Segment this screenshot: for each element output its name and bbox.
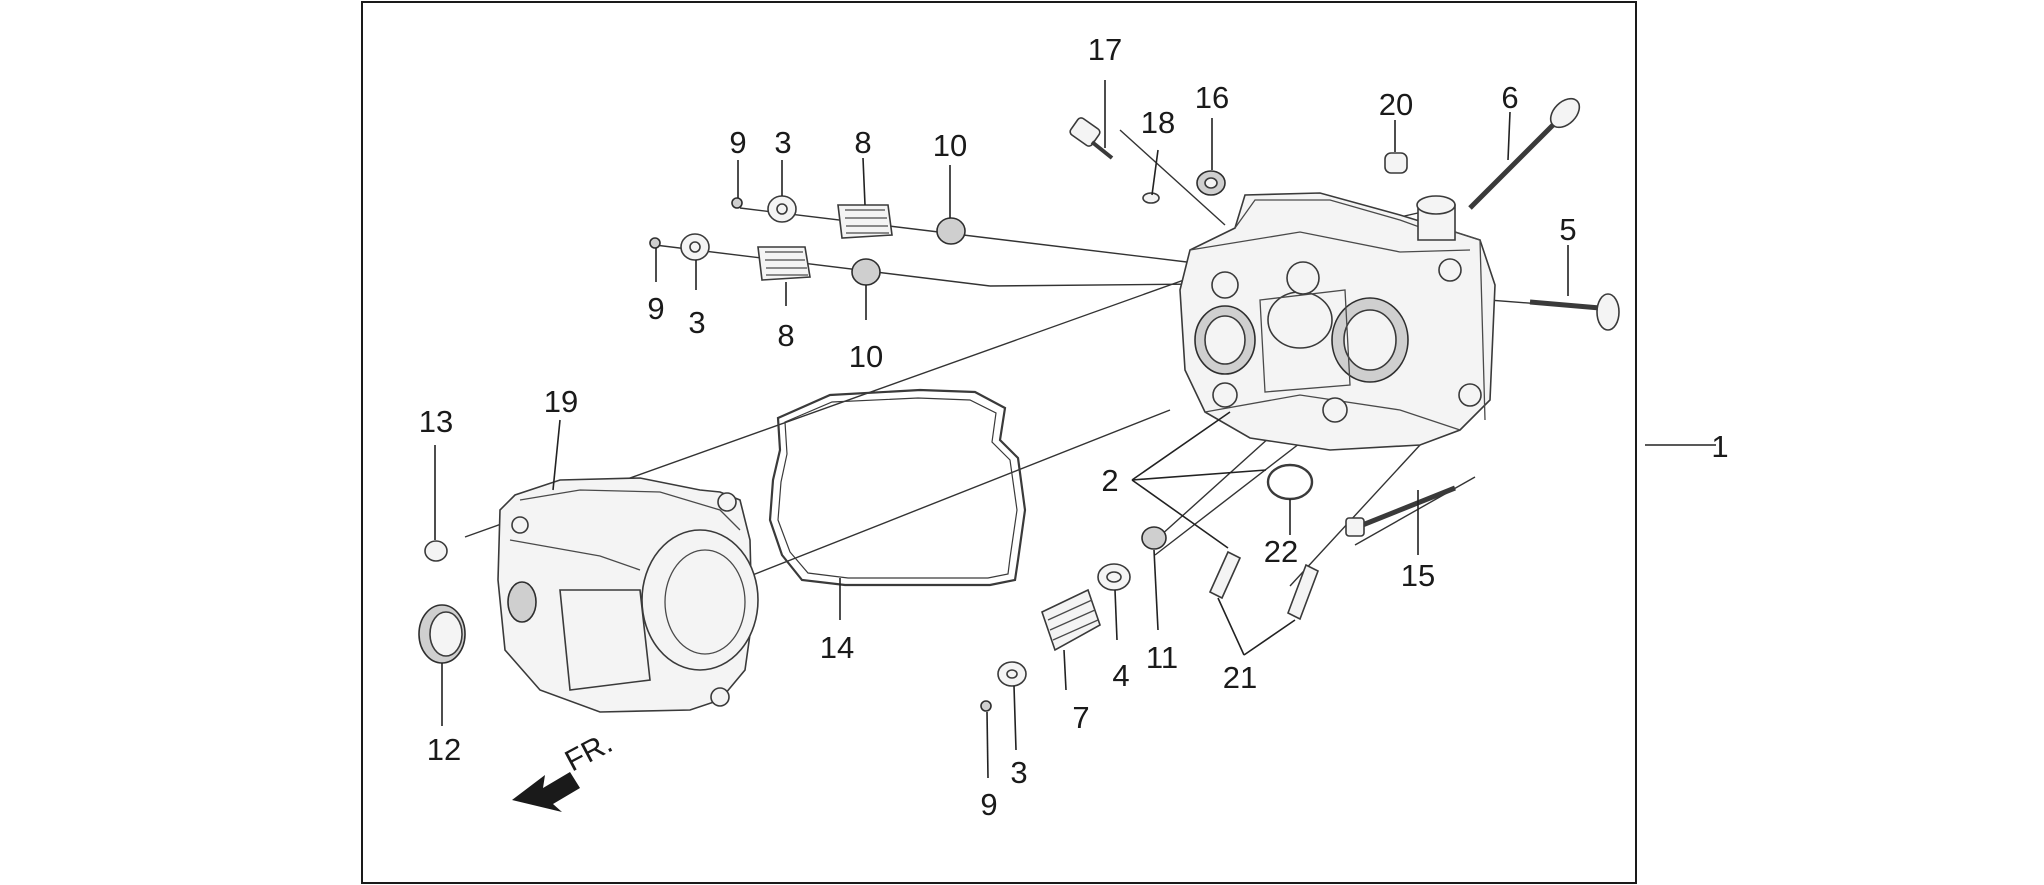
callout-3: 3	[688, 305, 705, 340]
callout-11: 11	[1146, 640, 1178, 675]
callout-numbers: 17 16 18 20 6 9 3 8 10 5 9 3 8 10 13 19 …	[419, 32, 1729, 822]
valve-train-row-b	[649, 233, 881, 286]
washer-18	[1142, 192, 1160, 204]
callout-9: 9	[980, 787, 997, 822]
lower-valve-train	[980, 526, 1167, 712]
o-ring-22	[1266, 463, 1314, 501]
callout-16: 16	[1195, 80, 1229, 115]
arrow-icon	[512, 772, 580, 812]
callout-5: 5	[1559, 212, 1576, 247]
callout-19: 19	[544, 384, 578, 419]
bolt-13	[424, 540, 448, 562]
valve-train-row-a	[731, 195, 966, 245]
exhaust-valve	[1529, 293, 1620, 331]
callout-14: 14	[820, 630, 854, 665]
callout-leaders	[434, 80, 1716, 779]
callout-9: 9	[729, 125, 746, 160]
callout-21: 21	[1223, 660, 1257, 695]
stud-bolt-15	[1345, 485, 1456, 537]
callout-22: 22	[1264, 534, 1298, 569]
bolt-17	[1069, 117, 1114, 160]
cover-gasket-14	[768, 388, 1027, 587]
callout-15: 15	[1401, 558, 1435, 593]
callout-1: 1	[1711, 429, 1728, 464]
callout-10: 10	[933, 128, 967, 163]
callout-18: 18	[1141, 105, 1175, 140]
callout-9: 9	[647, 291, 664, 326]
callout-8: 8	[777, 318, 794, 353]
callout-12: 12	[427, 732, 461, 767]
callout-7: 7	[1072, 700, 1089, 735]
callout-4: 4	[1112, 658, 1129, 693]
seal-16	[1196, 170, 1226, 196]
cylinder-head	[1179, 192, 1496, 451]
callout-10: 10	[849, 339, 883, 374]
callout-3: 3	[774, 125, 791, 160]
dowel-pins-21	[1208, 550, 1320, 621]
callout-17: 17	[1088, 32, 1122, 67]
callout-8: 8	[854, 125, 871, 160]
oil-seal-12	[418, 604, 466, 664]
front-direction-label: FR.	[560, 726, 618, 778]
callout-13: 13	[419, 404, 453, 439]
callout-20: 20	[1379, 87, 1413, 122]
cylinder-head-cover	[497, 477, 759, 713]
callout-3: 3	[1010, 755, 1027, 790]
front-direction-arrow	[512, 772, 580, 812]
diagram-frame	[361, 1, 1637, 884]
intake-valve	[1468, 97, 1581, 210]
dowel-20	[1384, 152, 1408, 174]
callout-6: 6	[1501, 80, 1518, 115]
callout-2: 2	[1101, 463, 1118, 498]
